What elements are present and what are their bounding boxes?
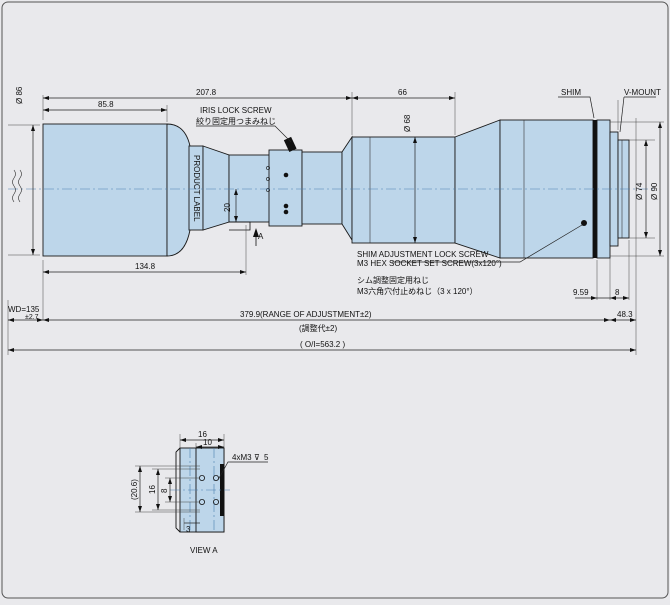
dim-207: 207.8 [196,88,217,97]
dim-range-jp: (調整代±2) [299,323,338,333]
iris-lock-screw-jp: 絞り固定用つまみねじ [196,116,276,126]
dim-134: 134.8 [135,262,156,271]
dim-oi: ( O/I=563.2 ) [300,340,345,349]
dim-dia90: Ø 90 [650,182,659,200]
view-a-detail: 16 10 4xM3 ⊽ 5 (20.6) 16 8 3 VIEW A [130,430,269,555]
lens-body [42,119,630,259]
view-a-dim-16: 16 [198,430,207,439]
dim-8: 8 [615,288,620,297]
dim-range: 379.9(RANGE OF ADJUSTMENT±2) [240,310,372,319]
view-a-screw-spec: 4xM3 [232,453,252,462]
shim-adjust-jp-2: M3六角穴付止めねじ（3 x 120°） [357,286,478,296]
product-label: PRODUCT LABEL [192,155,201,222]
iris-ring [268,149,303,227]
dim-9-59: 9.59 [573,288,589,297]
shim-adjust-screw [581,220,587,226]
iris-lock-screw-label: IRIS LOCK SCREW [200,106,272,115]
iris-lock-screw [283,136,297,153]
view-a-dim-8: 8 [160,488,169,493]
arrow-a-label: A [258,232,264,241]
view-a-dim-20-6: (20.6) [130,479,139,500]
dim-66: 66 [398,88,407,97]
view-a-title: VIEW A [190,546,218,555]
svg-text:⊽: ⊽ [254,453,260,462]
dim-dia86: Ø 86 [15,86,24,104]
shim-adjust-label-1: SHIM ADJUSTMENT LOCK SCREW [357,250,489,259]
view-a-dim-3: 3 [186,525,191,534]
shim-label: SHIM [561,88,581,97]
dim-85: 85.8 [98,100,114,109]
neck-taper [202,145,230,231]
arrowheads [8,96,662,352]
front-taper [166,123,191,257]
dim-dia74: Ø 74 [635,182,644,200]
front-barrel [42,123,168,257]
shim-adjust-label-2: M3 HEX SOCKET SET SCREW(3x120°) [357,259,502,268]
dim-wd: WD=135 [8,305,40,314]
shim [593,120,597,258]
v-mount-label: V-MOUNT [624,88,661,97]
dim-20: 20 [223,203,232,212]
dim-dia68: Ø 68 [403,114,412,132]
mid-tube [301,151,343,225]
mid-barrel [351,136,456,244]
dim-wd-tol: ±2.7 [25,314,39,321]
mid-taper [341,135,353,242]
dim-48: 48.3 [617,310,633,319]
view-a-dim-16v: 16 [148,485,157,494]
neck-tube [228,154,273,223]
view-a-dim-10: 10 [203,438,212,447]
shim-adjust-jp-1: シム調整固定用ねじ [357,275,429,285]
view-a-screw-depth: 5 [264,453,269,462]
